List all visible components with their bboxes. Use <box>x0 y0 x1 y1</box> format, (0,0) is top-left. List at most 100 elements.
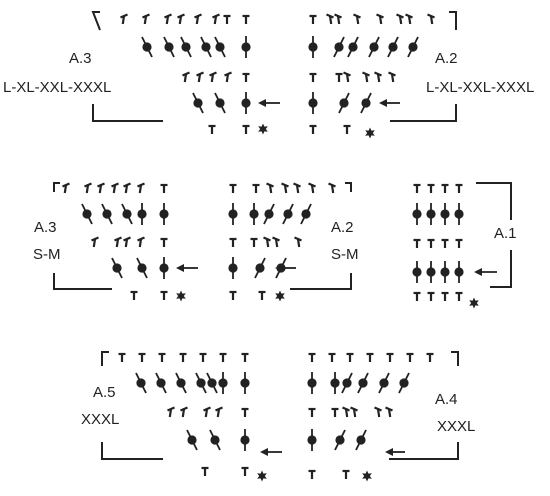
star-marker-icon <box>258 123 268 135</box>
dot-stitch-icon <box>206 372 218 394</box>
t-stitch-stem <box>138 238 143 248</box>
t-stitch-stem <box>387 408 392 418</box>
dot-stitch-icon <box>209 429 221 451</box>
t-stitch-icon <box>293 182 301 194</box>
star-marker-icon <box>362 470 372 482</box>
t-stitch-stem <box>274 238 279 248</box>
t-stitch-icon <box>229 290 237 300</box>
t-stitch-icon <box>342 469 350 479</box>
dot-stitch-dot <box>356 435 366 445</box>
chart-a5-top-bracket <box>101 351 109 366</box>
dot-stitch-icon <box>135 372 147 394</box>
t-stitch-icon <box>309 72 317 82</box>
t-stitch-icon <box>123 236 131 248</box>
dot-stitch-dot <box>102 209 112 219</box>
t-stitch-stem <box>124 184 129 194</box>
t-stitch-icon <box>413 238 421 248</box>
t-stitch-icon <box>160 290 168 300</box>
t-stitch-icon <box>281 182 289 194</box>
dot-stitch-dot <box>156 378 166 388</box>
dot-stitch-icon <box>241 92 251 114</box>
t-stitch-icon <box>343 71 351 83</box>
t-stitch-stem <box>376 408 381 418</box>
dot-stitch-dot <box>348 42 358 52</box>
t-stitch-stem <box>352 408 357 418</box>
dot-stitch-dot <box>454 209 464 219</box>
dot-stitch-icon <box>81 203 93 225</box>
t-stitch-icon <box>441 183 449 193</box>
t-stitch-icon <box>177 13 185 25</box>
dot-stitch-dot <box>228 209 238 219</box>
t-stitch-icon <box>374 71 382 83</box>
t-stitch-icon <box>266 182 274 194</box>
arrow-head <box>176 264 184 272</box>
t-stitch-icon <box>120 13 128 25</box>
t-stitch-icon <box>142 13 150 25</box>
dot-stitch-icon <box>263 203 275 225</box>
chart-a5-name: A.5 <box>93 384 116 401</box>
t-stitch-icon <box>455 238 463 248</box>
t-stitch-icon <box>138 352 146 362</box>
t-stitch-icon <box>91 236 99 248</box>
t-stitch-icon <box>263 236 271 248</box>
t-stitch-stem <box>225 73 230 83</box>
chart-a3-small-top-bracket <box>53 182 60 192</box>
chart-a2-large-top-bracket <box>449 11 457 30</box>
t-stitch-stem <box>143 15 148 25</box>
t-stitch-icon <box>455 291 463 301</box>
t-stitch-stem <box>328 15 333 25</box>
t-stitch-icon <box>97 182 105 194</box>
t-stitch-icon <box>158 352 166 362</box>
chart-a2-small-bottom-bracket <box>290 273 352 290</box>
t-stitch-icon <box>229 237 237 247</box>
t-stitch-stem <box>165 15 170 25</box>
chart-a1-top-bracket <box>476 182 512 220</box>
t-stitch-stem <box>210 73 215 83</box>
dot-stitch-icon <box>330 372 340 394</box>
dot-stitch-icon <box>155 372 167 394</box>
chart-a2-small-sizes: S-M <box>331 246 359 263</box>
t-stitch-stem <box>390 73 395 83</box>
star-marker-icon <box>365 127 375 139</box>
dot-stitch-dot <box>369 42 379 52</box>
dot-stitch-dot <box>136 378 146 388</box>
t-stitch-stem <box>376 73 381 83</box>
dot-stitch-icon <box>137 203 147 225</box>
t-stitch-icon <box>201 466 209 476</box>
dot-stitch-icon <box>192 92 204 114</box>
dot-stitch-icon <box>214 92 226 114</box>
t-stitch-icon <box>334 13 342 25</box>
dot-stitch-dot <box>159 209 169 219</box>
t-stitch-icon <box>413 291 421 301</box>
dot-stitch-icon <box>368 36 380 58</box>
t-stitch-stem <box>92 238 97 248</box>
t-stitch-icon <box>326 13 334 25</box>
dot-stitch-icon <box>141 36 153 58</box>
t-stitch-stem <box>268 184 273 194</box>
dot-stitch-icon <box>228 203 238 225</box>
t-stitch-icon <box>272 236 280 248</box>
t-stitch-icon <box>114 236 122 248</box>
t-stitch-icon <box>309 14 317 24</box>
dot-stitch-icon <box>360 92 372 114</box>
dot-stitch-dot <box>408 42 418 52</box>
dot-stitch-dot <box>142 42 152 52</box>
dot-stitch-dot <box>218 378 228 388</box>
t-stitch-stem <box>138 184 143 194</box>
t-stitch-stem <box>344 408 349 418</box>
dot-stitch-icon <box>454 203 464 225</box>
dot-stitch-dot <box>176 378 186 388</box>
dot-stitch-icon <box>357 372 369 394</box>
dot-stitch-icon <box>214 36 226 58</box>
chart-a4-sizes: XXXL <box>437 418 476 435</box>
chart-a5-sizes: XXXL <box>81 411 120 428</box>
dot-stitch-dot <box>330 378 340 388</box>
dot-stitch-dot <box>228 263 238 273</box>
dot-stitch-dot <box>412 267 422 277</box>
t-stitch-stem <box>213 15 218 25</box>
dot-stitch-icon <box>333 36 345 58</box>
t-stitch-icon <box>406 352 414 362</box>
dot-stitch-dot <box>240 378 250 388</box>
t-stitch-icon <box>386 352 394 362</box>
t-stitch-icon <box>241 466 249 476</box>
